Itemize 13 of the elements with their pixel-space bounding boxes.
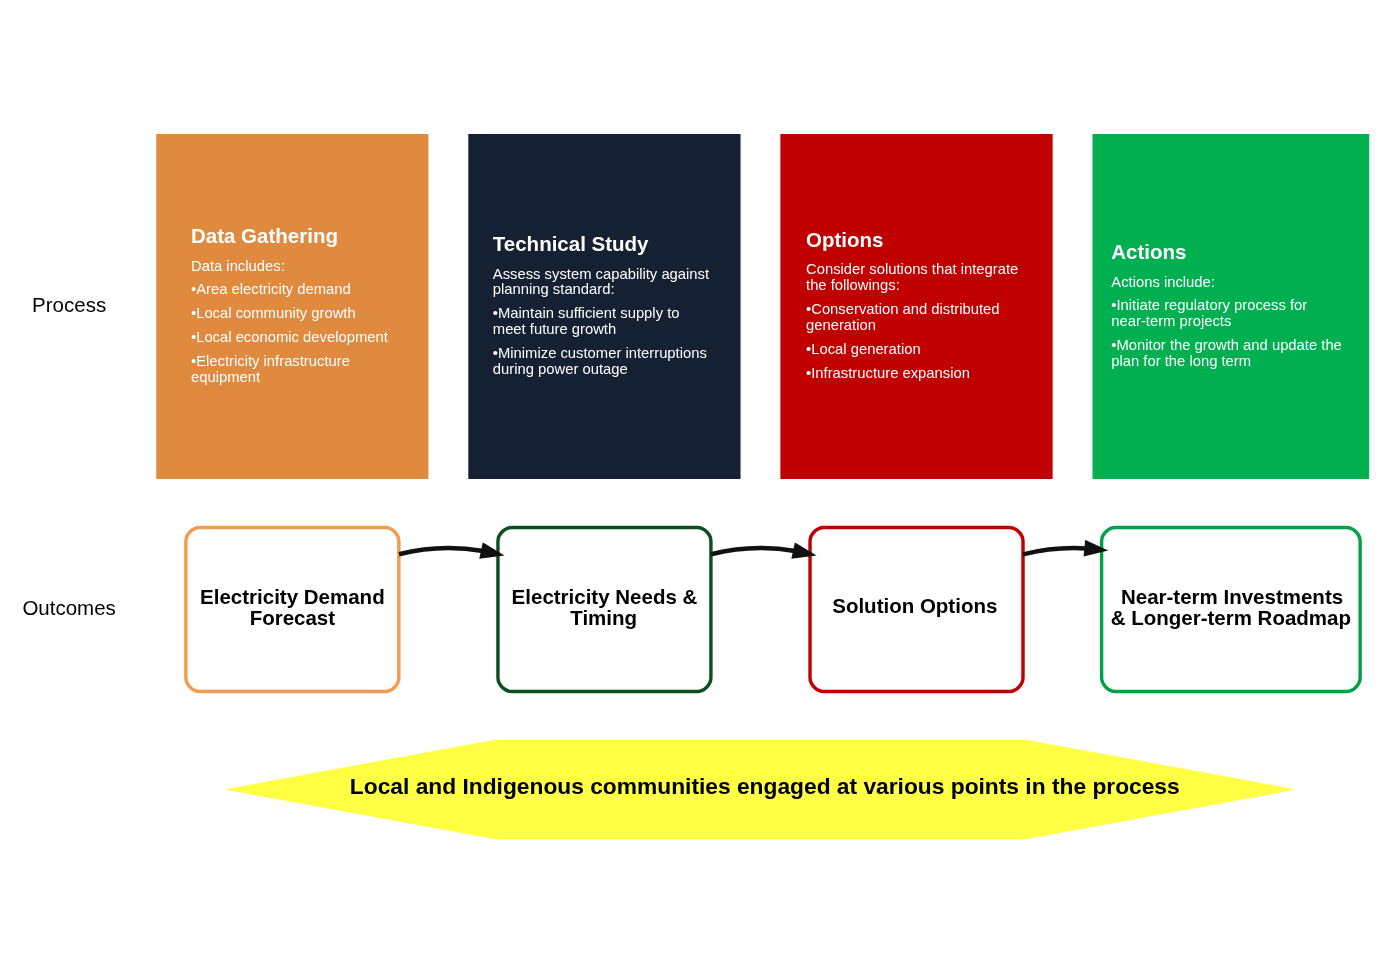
arrow xyxy=(1022,539,1109,557)
label: Outcomes xyxy=(22,595,116,619)
node-box: Solution Options xyxy=(808,525,1025,694)
node-box: Actions Actions include: •Initiate regulatory process for near-term projects •Monitor the growth and update the plan for the long term xyxy=(1092,134,1370,480)
node-box: Electricity Needs & Timing xyxy=(496,525,713,694)
node-box: Electricity Demand Forecast xyxy=(184,525,401,694)
node-box: Technical Study Assess system capability against planning standard: •Maintain sufficient supply to meet future growth •Minimize customer interruptions during power outage xyxy=(468,134,741,480)
arrow xyxy=(398,542,505,559)
label: Process xyxy=(32,292,107,316)
node-box: Near-term Investments & Longer-term Roadmap xyxy=(1099,525,1362,694)
arrow xyxy=(710,542,817,559)
node-box: Options Consider solutions that integrate the followings: •Conservation and distributed generation •Local generation •Infrastructure expansion xyxy=(780,134,1053,480)
node-box: Data Gathering Data includes: •Area electricity demand •Local community growth •Local economic development •Electricity infrastructure equipment xyxy=(156,134,429,480)
